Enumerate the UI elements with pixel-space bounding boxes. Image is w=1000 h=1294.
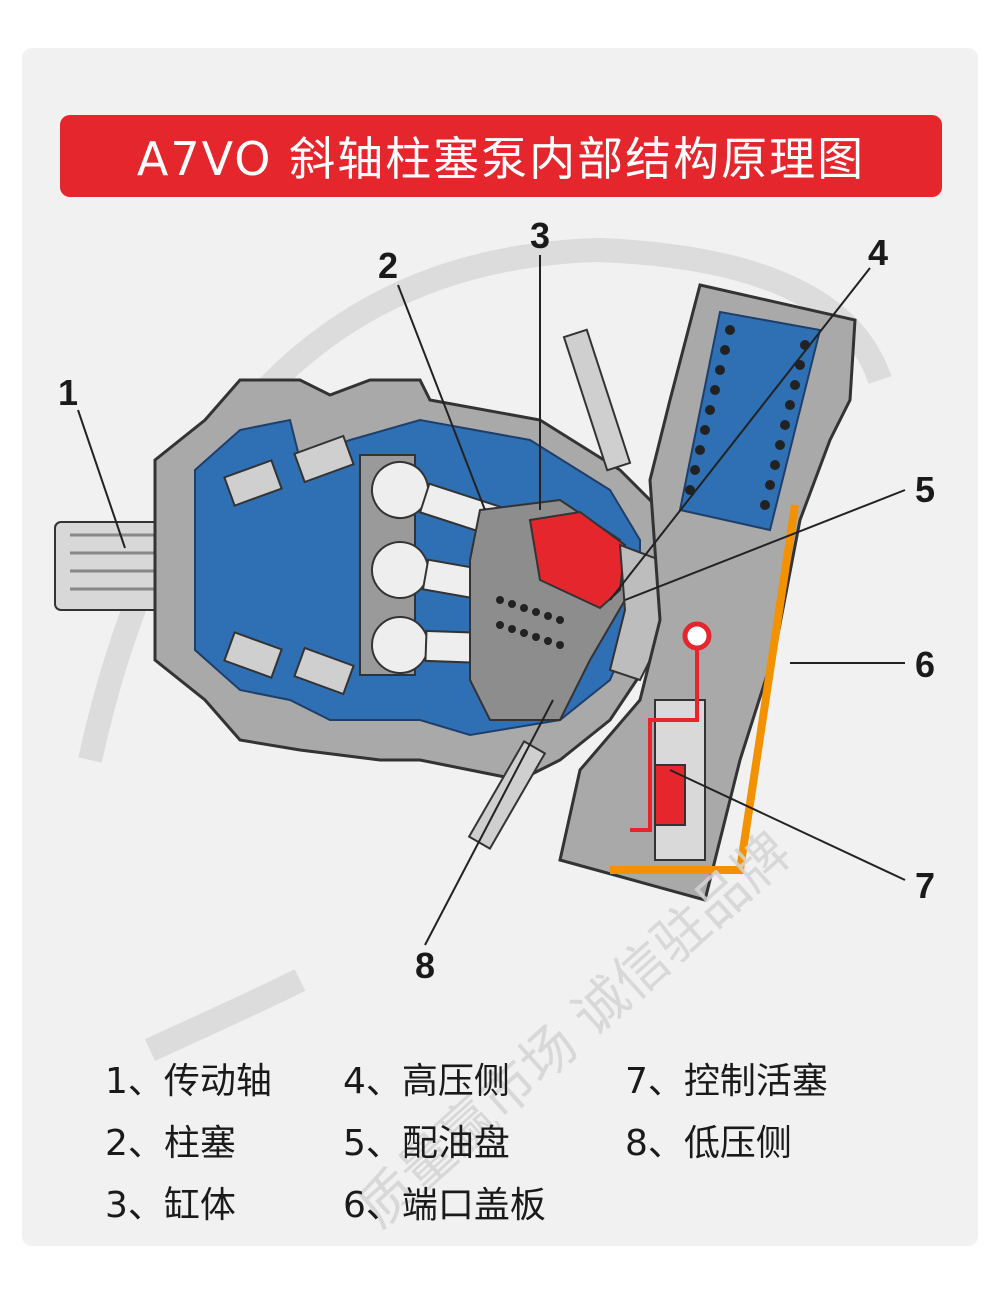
callout-5: 5 [915,469,935,510]
control-spring [685,325,810,510]
callout-2: 2 [378,245,398,286]
callout-4: 4 [868,232,888,273]
piston-spring [496,596,564,649]
legend-item-low-pressure-side: 8、低压侧 [625,1123,792,1164]
callout-7: 7 [915,865,935,906]
title-bar: A7VO 斜轴柱塞泵内部结构原理图 [60,115,942,197]
control-piston [630,621,712,861]
callout-lines [77,255,906,946]
legend-item-drive-shaft: 1、传动轴 [105,1061,272,1102]
legend-item-valve-plate: 5、配油盘 [343,1123,510,1164]
high-pressure-chamber [528,510,627,610]
legend-item-piston: 2、柱塞 [105,1123,236,1164]
callout-3: 3 [530,215,550,256]
page-title: A7VO 斜轴柱塞泵内部结构原理图 [136,132,866,186]
legend-item-cylinder-block: 3、缸体 [105,1185,236,1226]
callout-1: 1 [58,372,78,413]
callout-8: 8 [415,945,435,986]
legend-item-port-cover: 6、端口盖板 [343,1185,546,1226]
legend-item-high-pressure-side: 4、高压侧 [343,1061,510,1102]
bearings [223,434,355,696]
callout-6: 6 [915,644,935,685]
legend-item-control-piston: 7、控制活塞 [625,1061,828,1102]
control-oil-line [610,504,799,874]
callout-numbers: 1 2 3 4 5 6 7 8 [58,215,935,986]
